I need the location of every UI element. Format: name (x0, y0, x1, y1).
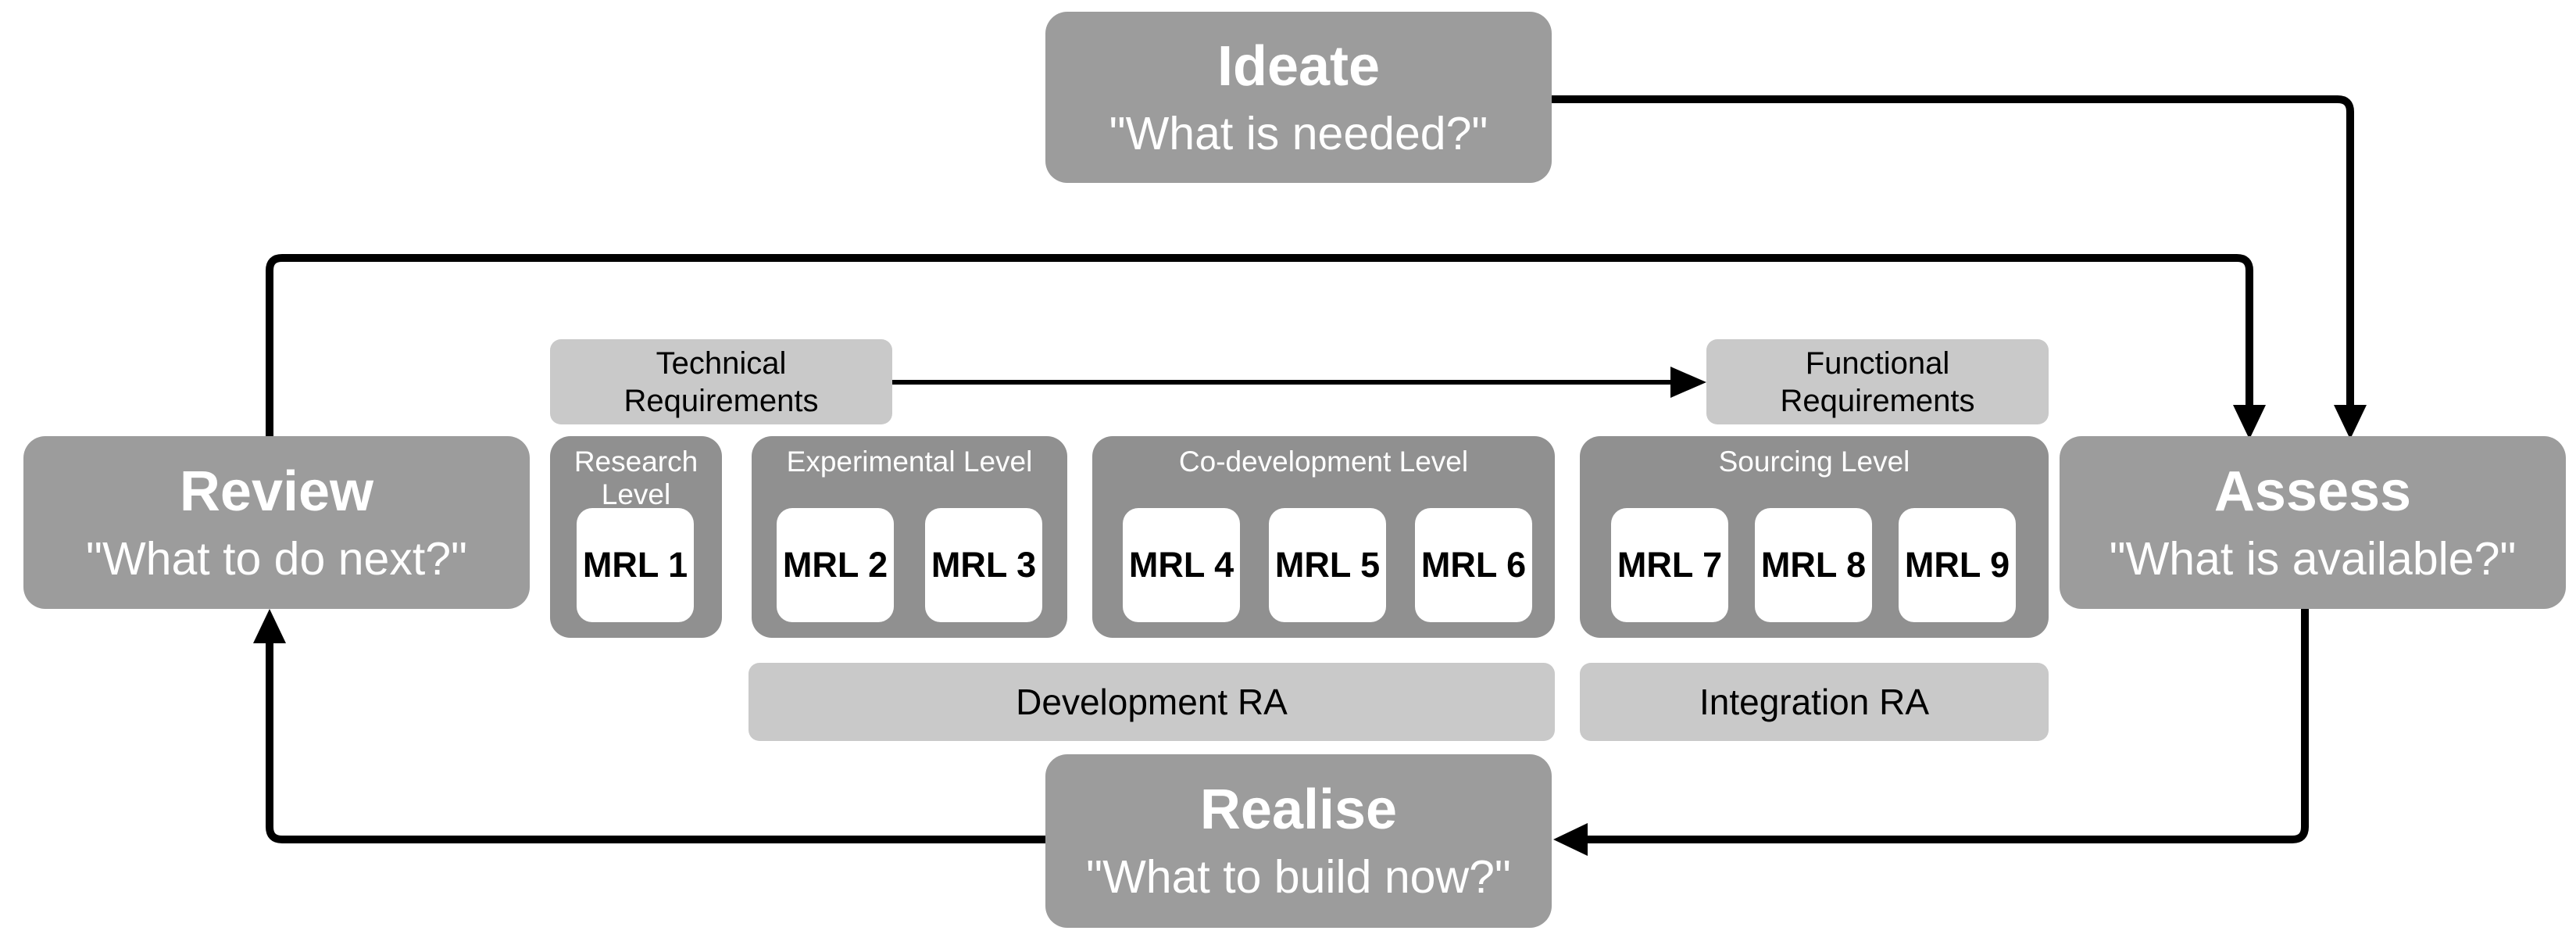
section-sourcing-level-title: Sourcing Level (1718, 446, 1910, 478)
arrow-review-to-assess (266, 254, 2266, 439)
integration-ra-bar: Integration RA (1580, 663, 2049, 741)
mrl-3-label: MRL 3 (931, 545, 1037, 585)
technical-requirements-box: Technical Requirements (550, 339, 892, 424)
section-codevelopment-level-title: Co-development Level (1178, 446, 1469, 478)
mrl-1-label: MRL 1 (582, 545, 688, 585)
functional-requirements-label: Functional Requirements (1780, 345, 1975, 418)
mrl-7-box: MRL 7 (1611, 508, 1728, 622)
section-experimental-level-title: Experimental Level (786, 446, 1033, 478)
integration-ra-label: Integration RA (1699, 682, 1930, 722)
mrl-2-label: MRL 2 (782, 545, 888, 585)
functional-requirements-box: Functional Requirements (1706, 339, 2049, 424)
node-review-title: Review (179, 460, 374, 523)
mrl-3-box: MRL 3 (925, 508, 1042, 622)
arrow-technical-to-functional (892, 367, 1706, 398)
development-ra-label: Development RA (1016, 682, 1288, 722)
node-assess-title: Assess (2213, 460, 2412, 523)
node-realise-title: Realise (1199, 779, 1398, 841)
mrl-4-label: MRL 4 (1128, 545, 1234, 585)
arrow-assess-to-realise (1553, 607, 2309, 856)
mrl-4-box: MRL 4 (1123, 508, 1240, 622)
node-realise: Realise "What to build now?" (1045, 754, 1552, 928)
mrl-5-label: MRL 5 (1274, 545, 1381, 585)
mrl-1-box: MRL 1 (577, 508, 694, 622)
arrow-ideate-to-assess (1550, 95, 2367, 439)
node-review: Review "What to do next?" (23, 436, 530, 609)
node-realise-subtitle: "What to build now?" (1086, 851, 1511, 903)
node-assess-subtitle: "What is available?" (2109, 532, 2517, 585)
mrl-8-box: MRL 8 (1755, 508, 1872, 622)
mrl-9-box: MRL 9 (1899, 508, 2016, 622)
development-ra-bar: Development RA (749, 663, 1555, 741)
node-ideate-subtitle: "What is needed?" (1109, 107, 1488, 159)
arrow-realise-to-review (253, 609, 1047, 843)
section-research-level-title: Research Level (573, 446, 698, 510)
node-review-subtitle: "What to do next?" (86, 532, 467, 585)
technical-requirements-label: Technical Requirements (623, 345, 819, 418)
mrl-2-box: MRL 2 (777, 508, 894, 622)
mrl-5-box: MRL 5 (1269, 508, 1386, 622)
mrl-8-label: MRL 8 (1760, 545, 1867, 585)
mrl-7-label: MRL 7 (1617, 545, 1723, 585)
node-assess: Assess "What is available?" (2060, 436, 2566, 609)
mrl-9-label: MRL 9 (1904, 545, 2010, 585)
node-ideate: Ideate "What is needed?" (1045, 12, 1552, 183)
mrl-6-box: MRL 6 (1415, 508, 1532, 622)
mrl-6-label: MRL 6 (1420, 545, 1527, 585)
node-ideate-title: Ideate (1217, 34, 1381, 98)
